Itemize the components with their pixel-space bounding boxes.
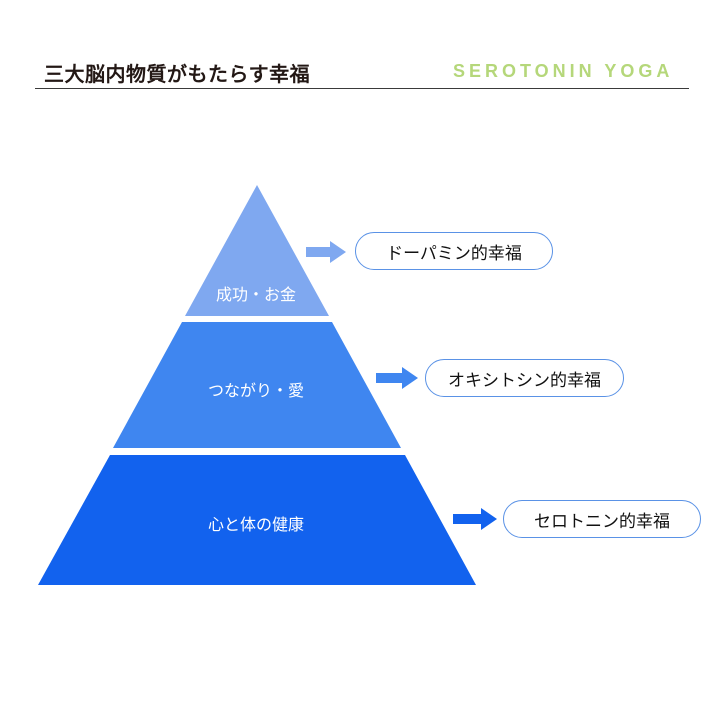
brand-logo: SEROTONIN YOGA xyxy=(453,61,674,81)
arrow-right-icon xyxy=(306,241,346,263)
pyramid-tier-bottom xyxy=(38,455,476,585)
tier-label-middle: つながり・愛 xyxy=(207,381,305,400)
pyramid-tier-top xyxy=(185,185,329,316)
arrow-right-icon xyxy=(453,508,497,530)
header-divider xyxy=(35,88,689,89)
arrow-right-icon xyxy=(376,367,418,389)
pyramid-tier-middle xyxy=(113,322,401,448)
result-pill-oxytocin: オキシトシン的幸福 xyxy=(425,359,624,397)
result-pill-serotonin: セロトニン的幸福 xyxy=(503,500,701,538)
result-pill-dopamine: ドーパミン的幸福 xyxy=(355,232,553,270)
tier-label-bottom: 心と体の健康 xyxy=(207,515,305,534)
tier-label-top: 成功・お金 xyxy=(215,285,297,304)
page-title: 三大脳内物質がもたらす幸福 xyxy=(44,62,311,86)
